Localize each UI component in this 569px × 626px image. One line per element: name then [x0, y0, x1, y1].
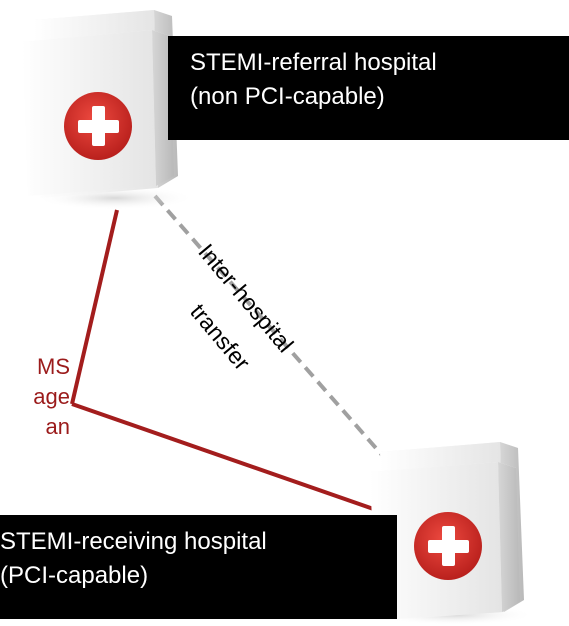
ems-label-line: age [33, 384, 70, 409]
referral-hospital-icon [22, 10, 195, 210]
receiving-hospital-title: STEMI-receiving hospital [0, 528, 267, 555]
ems-route-line [71, 402, 386, 515]
transfer-route-line [153, 194, 384, 457]
ems-route-line [70, 209, 119, 405]
referral-hospital-label: STEMI-referral hospital (non PCI-capable… [168, 36, 569, 140]
ems-label-line: MS [37, 354, 70, 379]
receiving-hospital-label: STEMI-receiving hospital (PCI-capable) [0, 515, 397, 619]
referral-hospital-subtitle: (non PCI-capable) [190, 83, 385, 110]
ems-label-line: an [45, 414, 70, 439]
receiving-hospital-icon [370, 442, 535, 625]
ems-route-label: MS age an [0, 352, 70, 442]
receiving-hospital-subtitle: (PCI-capable) [0, 562, 149, 589]
referral-hospital-title: STEMI-referral hospital [190, 49, 437, 76]
